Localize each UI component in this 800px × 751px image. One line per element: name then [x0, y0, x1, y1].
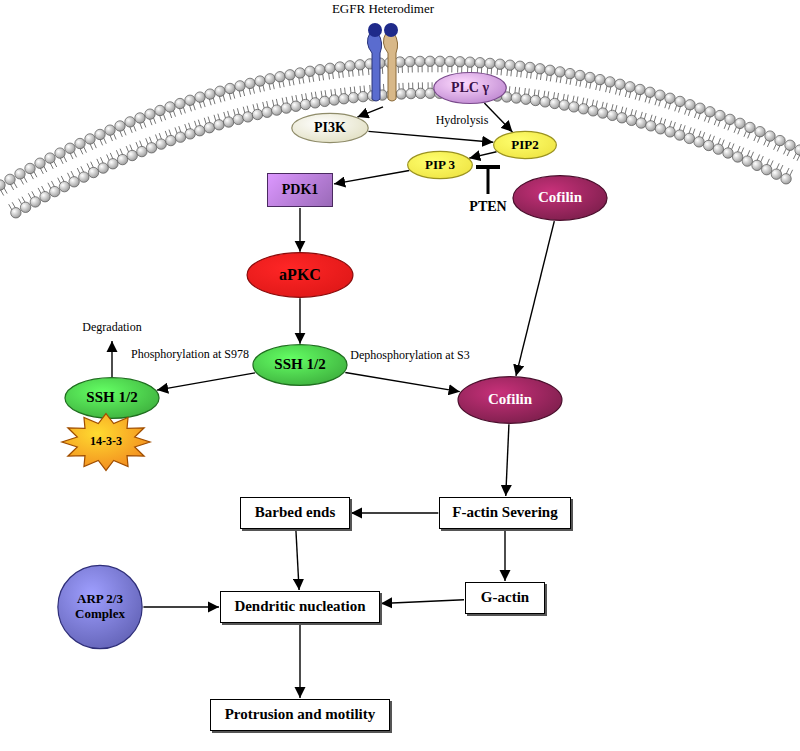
- node-label: EGFR Heterodimer: [332, 2, 434, 17]
- complex-sphere: ARP 2/3 Complex: [57, 564, 143, 650]
- annotation: PTEN: [467, 199, 508, 215]
- node-label: PIP2: [511, 138, 538, 153]
- node-label: Cofilin: [488, 391, 532, 408]
- signal-arrow: [143, 606, 219, 607]
- signal-arrow: [334, 170, 409, 183]
- node-label: PIP 3: [425, 158, 455, 173]
- signal-arrow: [381, 600, 464, 604]
- outcome-box: Protrusion and motility: [210, 699, 390, 731]
- signal-arrow: [351, 512, 438, 513]
- node-label: Dendritic nucleation: [234, 598, 365, 615]
- signal-arrow: [345, 373, 459, 392]
- lipid-ellipse: PIP2: [493, 131, 557, 159]
- edge-label: Dephosphorylation at S3: [348, 349, 471, 363]
- enzyme-ellipse: PLC γ: [433, 72, 507, 104]
- signal-arrow: [357, 107, 383, 117]
- node-label: Protrusion and motility: [225, 706, 376, 723]
- phosphatase-ellipse: SSH 1/2: [252, 344, 348, 386]
- node-label: ARP 2/3 Complex: [57, 592, 143, 622]
- process-box: G-actin: [465, 582, 545, 614]
- node-label: F-actin Severing: [452, 504, 557, 521]
- node-label: aPKC: [279, 266, 321, 284]
- node-label: Barbed ends: [255, 504, 335, 521]
- process-box: Dendritic nucleation: [220, 591, 380, 623]
- lipid-bilayer: [0, 56, 800, 218]
- signal-arrow: [299, 624, 300, 698]
- signal-arrow: [157, 373, 255, 390]
- edge-label: Phosphorylation at S978: [129, 348, 251, 362]
- degradation-arrow: [111, 341, 112, 377]
- receptor-illustration: [358, 21, 408, 103]
- node-label: SSH 1/2: [86, 389, 137, 406]
- signal-arrow: [299, 298, 300, 344]
- node-label: SSH 1/2: [274, 356, 325, 373]
- signal-arrow: [299, 208, 300, 252]
- kinase-ellipse: aPKC: [246, 252, 354, 298]
- kinase-ellipse: PI3K: [291, 113, 369, 143]
- protein-ellipse: Cofilin: [457, 376, 563, 424]
- node-label: PLC γ: [451, 80, 489, 96]
- process-box: Barbed ends: [240, 497, 350, 529]
- signal-arrow: [516, 221, 554, 376]
- adaptor-star: 14-3-3: [61, 413, 151, 471]
- kinase-box: PDK1: [267, 173, 333, 207]
- annotation: Degradation: [80, 321, 143, 335]
- signal-arrow: [368, 131, 493, 142]
- pten-inhibition: [476, 167, 500, 194]
- signal-arrow: [469, 152, 496, 158]
- node-label: G-actin: [481, 589, 529, 606]
- phosphatase-ellipse: SSH 1/2: [64, 377, 160, 419]
- edge-label: Hydrolysis: [434, 114, 491, 128]
- signal-arrow: [504, 530, 505, 581]
- signal-arrow: [506, 424, 509, 496]
- node-label: PDK1: [282, 182, 319, 198]
- receptor-dimer: EGFR Heterodimer: [329, 2, 437, 107]
- node-label: Cofilin: [538, 189, 582, 206]
- protein-ellipse: Cofilin: [512, 175, 608, 221]
- node-label: 14-3-3: [90, 435, 122, 449]
- node-label: PI3K: [314, 120, 346, 136]
- process-box: F-actin Severing: [439, 497, 570, 529]
- signal-arrow: [296, 530, 299, 590]
- lipid-ellipse: PIP 3: [407, 151, 473, 179]
